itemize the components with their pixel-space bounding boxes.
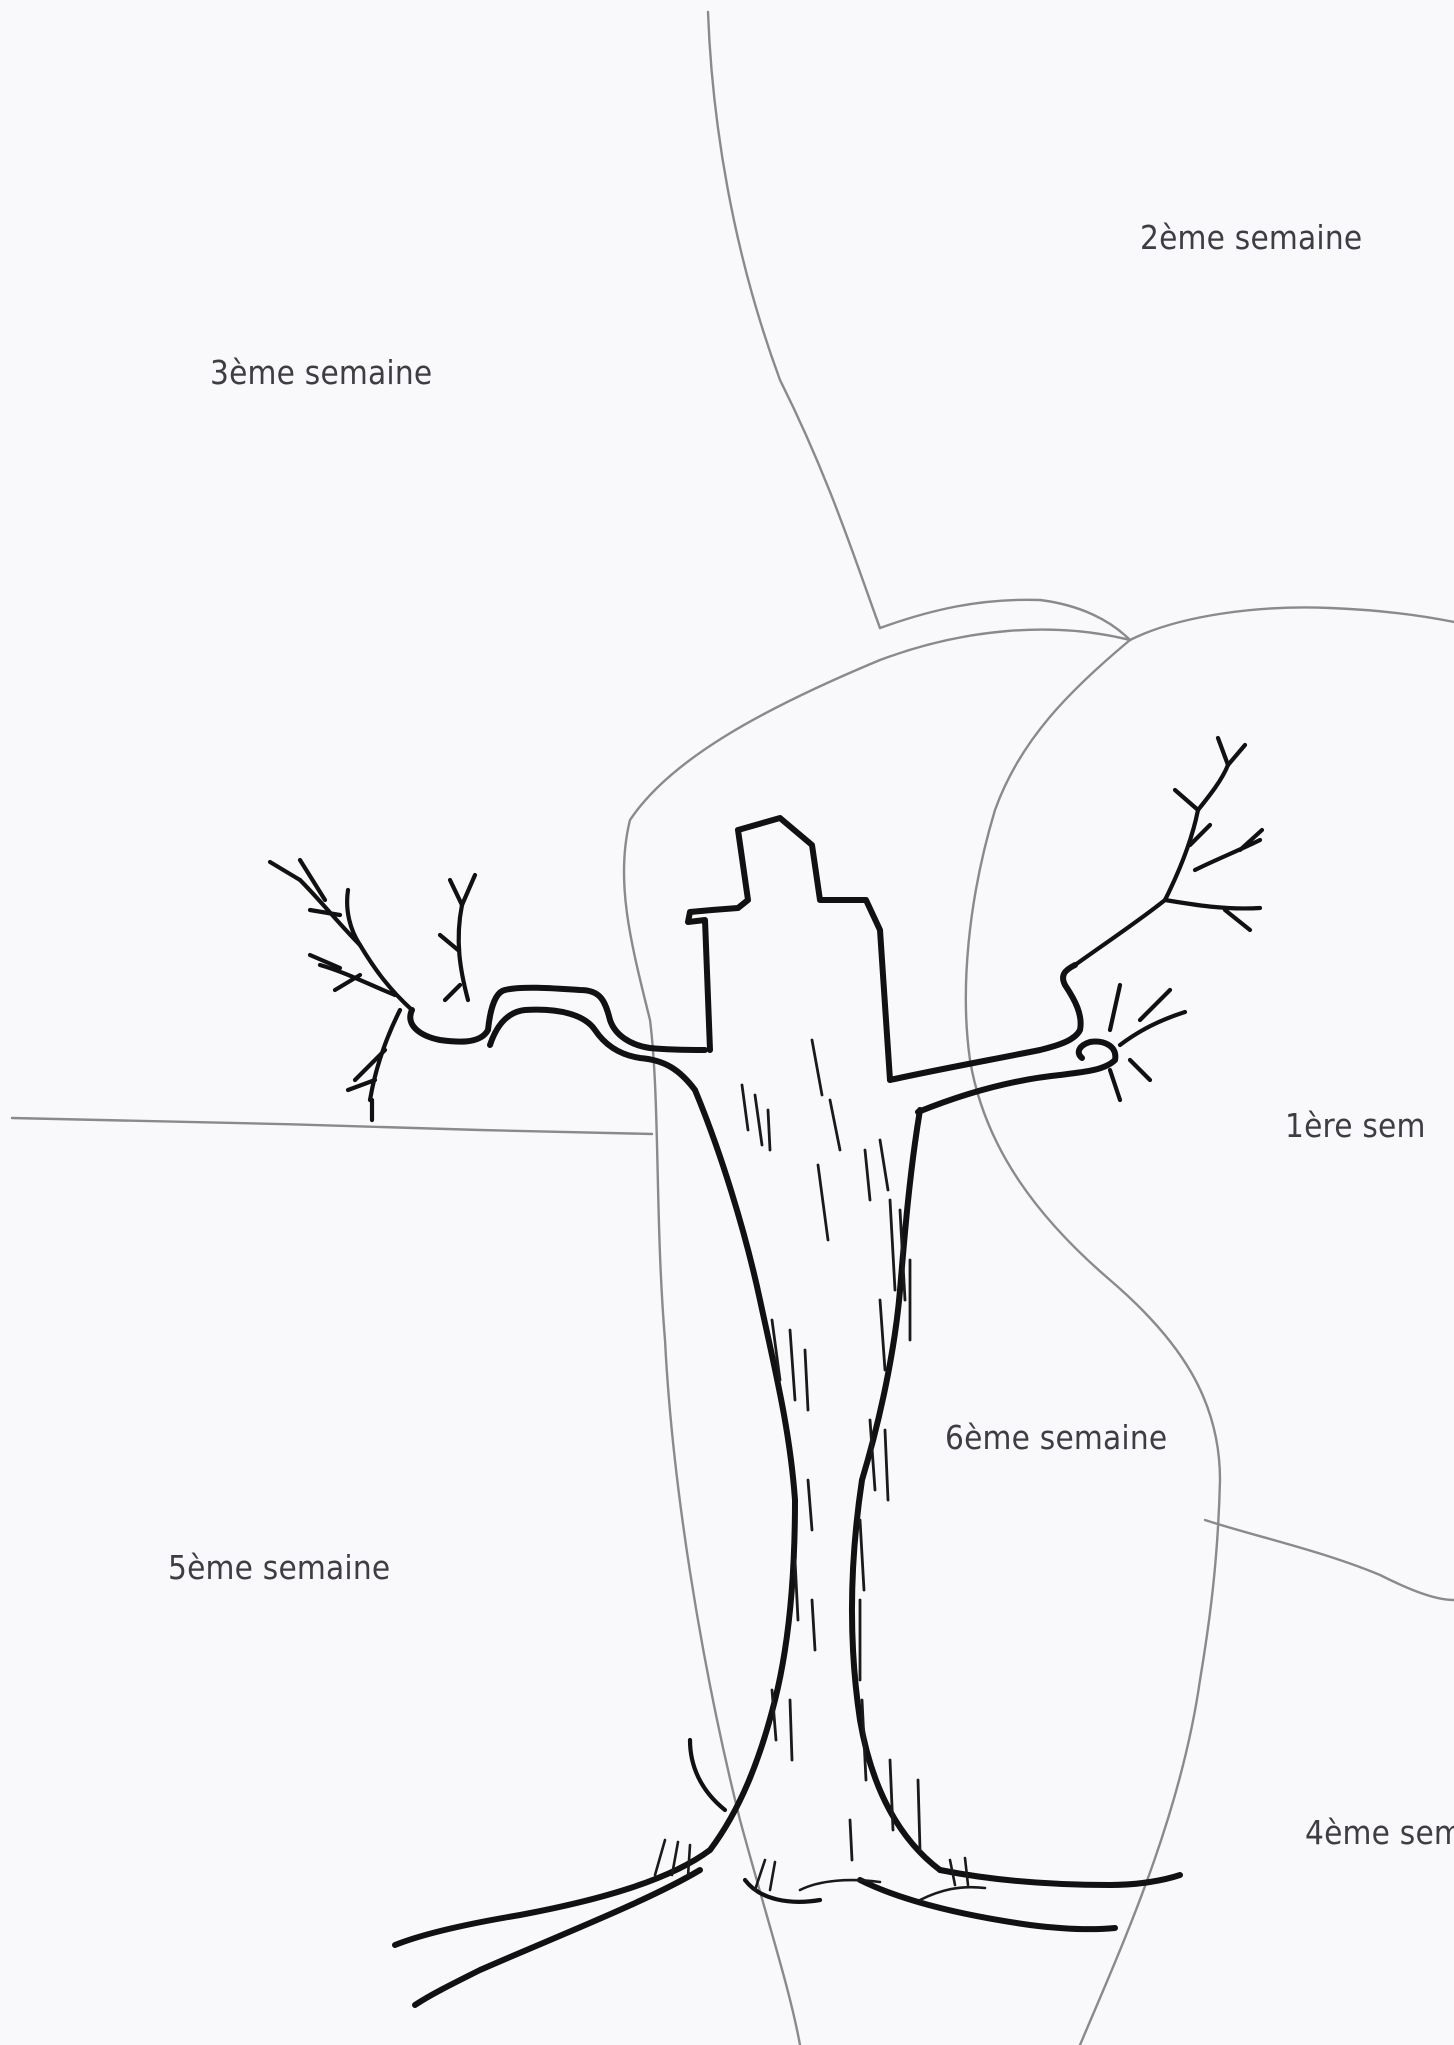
boundary-week6-region	[624, 600, 1130, 2045]
left-branch	[410, 988, 705, 1050]
left-twigs	[270, 860, 475, 1120]
boundary-week3-week5	[12, 1118, 652, 1134]
trunk-broken-top	[688, 818, 890, 1080]
boundary-week4	[1205, 1520, 1454, 1600]
tree-icon	[270, 738, 1262, 2005]
trunk-left-contour	[695, 1090, 795, 1850]
region-boundaries	[12, 12, 1454, 2045]
right-branch	[890, 965, 1081, 1080]
label-week-4: 4ème sem	[1305, 1813, 1454, 1852]
label-week-2: 2ème semaine	[1140, 218, 1362, 257]
label-week-1: 1ère sem	[1285, 1106, 1426, 1145]
roots	[395, 1740, 1180, 2005]
boundary-week6-outer	[1130, 607, 1454, 640]
label-week-3: 3ème semaine	[210, 353, 432, 392]
right-twigs	[1075, 738, 1262, 1100]
label-week-6: 6ème semaine	[945, 1418, 1167, 1457]
boundary-week2-week3	[708, 12, 880, 628]
label-week-5: 5ème semaine	[168, 1548, 390, 1587]
bark-hatching	[742, 1040, 920, 1860]
boundary-week1	[966, 640, 1220, 2045]
